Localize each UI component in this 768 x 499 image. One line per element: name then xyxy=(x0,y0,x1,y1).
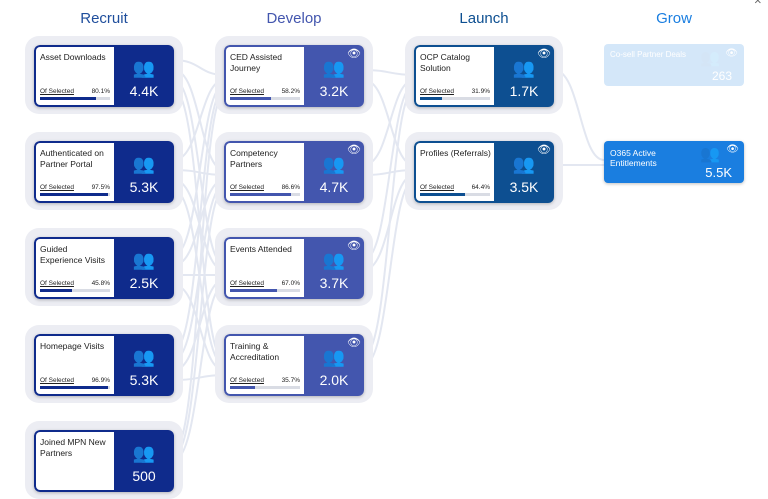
selected-percent: 97.5% xyxy=(91,184,110,191)
of-selected-label: Of Selected xyxy=(40,280,74,287)
people-icon: 👥 xyxy=(132,347,156,367)
percent-bar xyxy=(40,386,110,389)
percent-bar xyxy=(230,97,300,100)
eye-icon[interactable]: 👁 xyxy=(725,48,738,59)
card-name: OCP Catalog Solution xyxy=(420,52,470,73)
people-icon: 👥 xyxy=(322,250,346,270)
selected-percent: 96.9% xyxy=(91,377,110,384)
people-icon: 👥 xyxy=(132,250,156,270)
percent-bar xyxy=(230,289,300,292)
card-count: 2.5K xyxy=(129,275,159,291)
recruit-card-joined-mpn[interactable]: Joined MPN New Partners 👥 500 xyxy=(34,430,174,492)
card-count: 3.2K xyxy=(319,83,349,99)
card-count: 4.7K xyxy=(319,179,349,195)
percent-bar xyxy=(230,386,300,389)
card-count: 3.5K xyxy=(509,179,539,195)
card-name: Authenticated on Partner Portal xyxy=(40,148,104,169)
of-selected-label: Of Selected xyxy=(40,377,74,384)
grow-card-cosell[interactable]: Co-sell Partner Deals 👥 👁 263 xyxy=(604,44,744,86)
card-count: 263 xyxy=(711,69,732,83)
column-title-recruit: Recruit xyxy=(80,10,128,27)
card-count: 5.5K xyxy=(705,165,732,180)
percent-bar xyxy=(420,193,490,196)
card-count: 2.0K xyxy=(319,372,349,388)
recruit-card-asset-downloads[interactable]: Asset Downloads Of Selected 80.1% 👥 4.4K xyxy=(34,45,174,107)
close-icon[interactable]: ✕ xyxy=(753,0,762,7)
percent-bar xyxy=(40,193,110,196)
launch-card-profiles[interactable]: Profiles (Referrals) Of Selected 64.4% 👁… xyxy=(414,141,554,203)
of-selected-label: Of Selected xyxy=(40,88,74,95)
selected-percent: 64.4% xyxy=(471,184,490,191)
percent-bar xyxy=(40,97,110,100)
card-name: Events Attended xyxy=(230,244,292,254)
column-title-develop: Develop xyxy=(266,10,322,27)
card-name: Co-sell Partner Deals xyxy=(610,50,687,59)
card-count: 1.7K xyxy=(509,83,539,99)
selected-percent: 35.7% xyxy=(281,377,300,384)
column-title-grow: Grow xyxy=(656,10,692,27)
card-name: Joined MPN New Partners xyxy=(40,437,106,458)
card-name: Profiles (Referrals) xyxy=(420,148,491,158)
develop-card-events[interactable]: Events Attended Of Selected 67.0% 👁 👥 3.… xyxy=(224,237,364,299)
people-icon: 👥 xyxy=(322,154,346,174)
card-name: CED Assisted Journey xyxy=(230,52,282,73)
card-count: 4.4K xyxy=(129,83,159,99)
eye-icon[interactable]: 👁 xyxy=(726,144,739,155)
eye-icon[interactable]: 👁 xyxy=(347,144,361,156)
people-icon: 👥 xyxy=(132,154,156,174)
of-selected-label: Of Selected xyxy=(230,184,264,191)
percent-bar xyxy=(420,97,490,100)
people-icon: 👥 xyxy=(700,50,720,67)
of-selected-label: Of Selected xyxy=(420,184,454,191)
card-count: 5.3K xyxy=(129,372,159,388)
develop-card-training[interactable]: Training & Accreditation Of Selected 35.… xyxy=(224,334,364,396)
card-count: 3.7K xyxy=(319,275,349,291)
card-count: 500 xyxy=(132,468,156,484)
percent-bar xyxy=(40,289,110,292)
grow-card-o365[interactable]: O365 Active Entitlements 👥 👁 5.5K xyxy=(604,141,744,183)
card-name: Training & Accreditation xyxy=(230,341,280,362)
of-selected-label: Of Selected xyxy=(230,377,264,384)
card-name: Homepage Visits xyxy=(40,341,105,351)
people-icon: 👥 xyxy=(322,58,346,78)
people-icon: 👥 xyxy=(322,347,346,367)
of-selected-label: Of Selected xyxy=(420,88,454,95)
recruit-card-homepage-visits[interactable]: Homepage Visits Of Selected 96.9% 👥 5.3K xyxy=(34,334,174,396)
column-title-launch: Launch xyxy=(459,10,509,27)
eye-icon[interactable]: 👁 xyxy=(347,337,361,349)
launch-card-ocp-catalog[interactable]: OCP Catalog Solution Of Selected 31.9% 👁… xyxy=(414,45,554,107)
recruit-card-authenticated[interactable]: Authenticated on Partner Portal Of Selec… xyxy=(34,141,174,203)
people-icon: 👥 xyxy=(512,58,536,78)
card-name: O365 Active Entitlements xyxy=(610,148,657,168)
of-selected-label: Of Selected xyxy=(230,280,264,287)
people-icon: 👥 xyxy=(700,146,720,163)
selected-percent: 31.9% xyxy=(471,88,490,95)
develop-card-competency[interactable]: Competency Partners Of Selected 86.6% 👁 … xyxy=(224,141,364,203)
card-name: Competency Partners xyxy=(230,148,278,169)
selected-percent: 58.2% xyxy=(281,88,300,95)
of-selected-label: Of Selected xyxy=(40,184,74,191)
selected-percent: 67.0% xyxy=(281,280,300,287)
selected-percent: 45.8% xyxy=(91,280,110,287)
selected-percent: 80.1% xyxy=(91,88,110,95)
people-icon: 👥 xyxy=(132,443,156,463)
develop-card-ced-assisted[interactable]: CED Assisted Journey Of Selected 58.2% 👁… xyxy=(224,45,364,107)
people-icon: 👥 xyxy=(512,154,536,174)
of-selected-label: Of Selected xyxy=(230,88,264,95)
eye-icon[interactable]: 👁 xyxy=(537,48,551,60)
card-name: Guided Experience Visits xyxy=(40,244,106,265)
eye-icon[interactable]: 👁 xyxy=(347,240,361,252)
eye-icon[interactable]: 👁 xyxy=(347,48,361,60)
card-count: 5.3K xyxy=(129,179,159,195)
eye-icon[interactable]: 👁 xyxy=(537,144,551,156)
percent-bar xyxy=(230,193,300,196)
card-name: Asset Downloads xyxy=(40,52,106,62)
recruit-card-guided-experience[interactable]: Guided Experience Visits Of Selected 45.… xyxy=(34,237,174,299)
people-icon: 👥 xyxy=(132,58,156,78)
selected-percent: 86.6% xyxy=(281,184,300,191)
